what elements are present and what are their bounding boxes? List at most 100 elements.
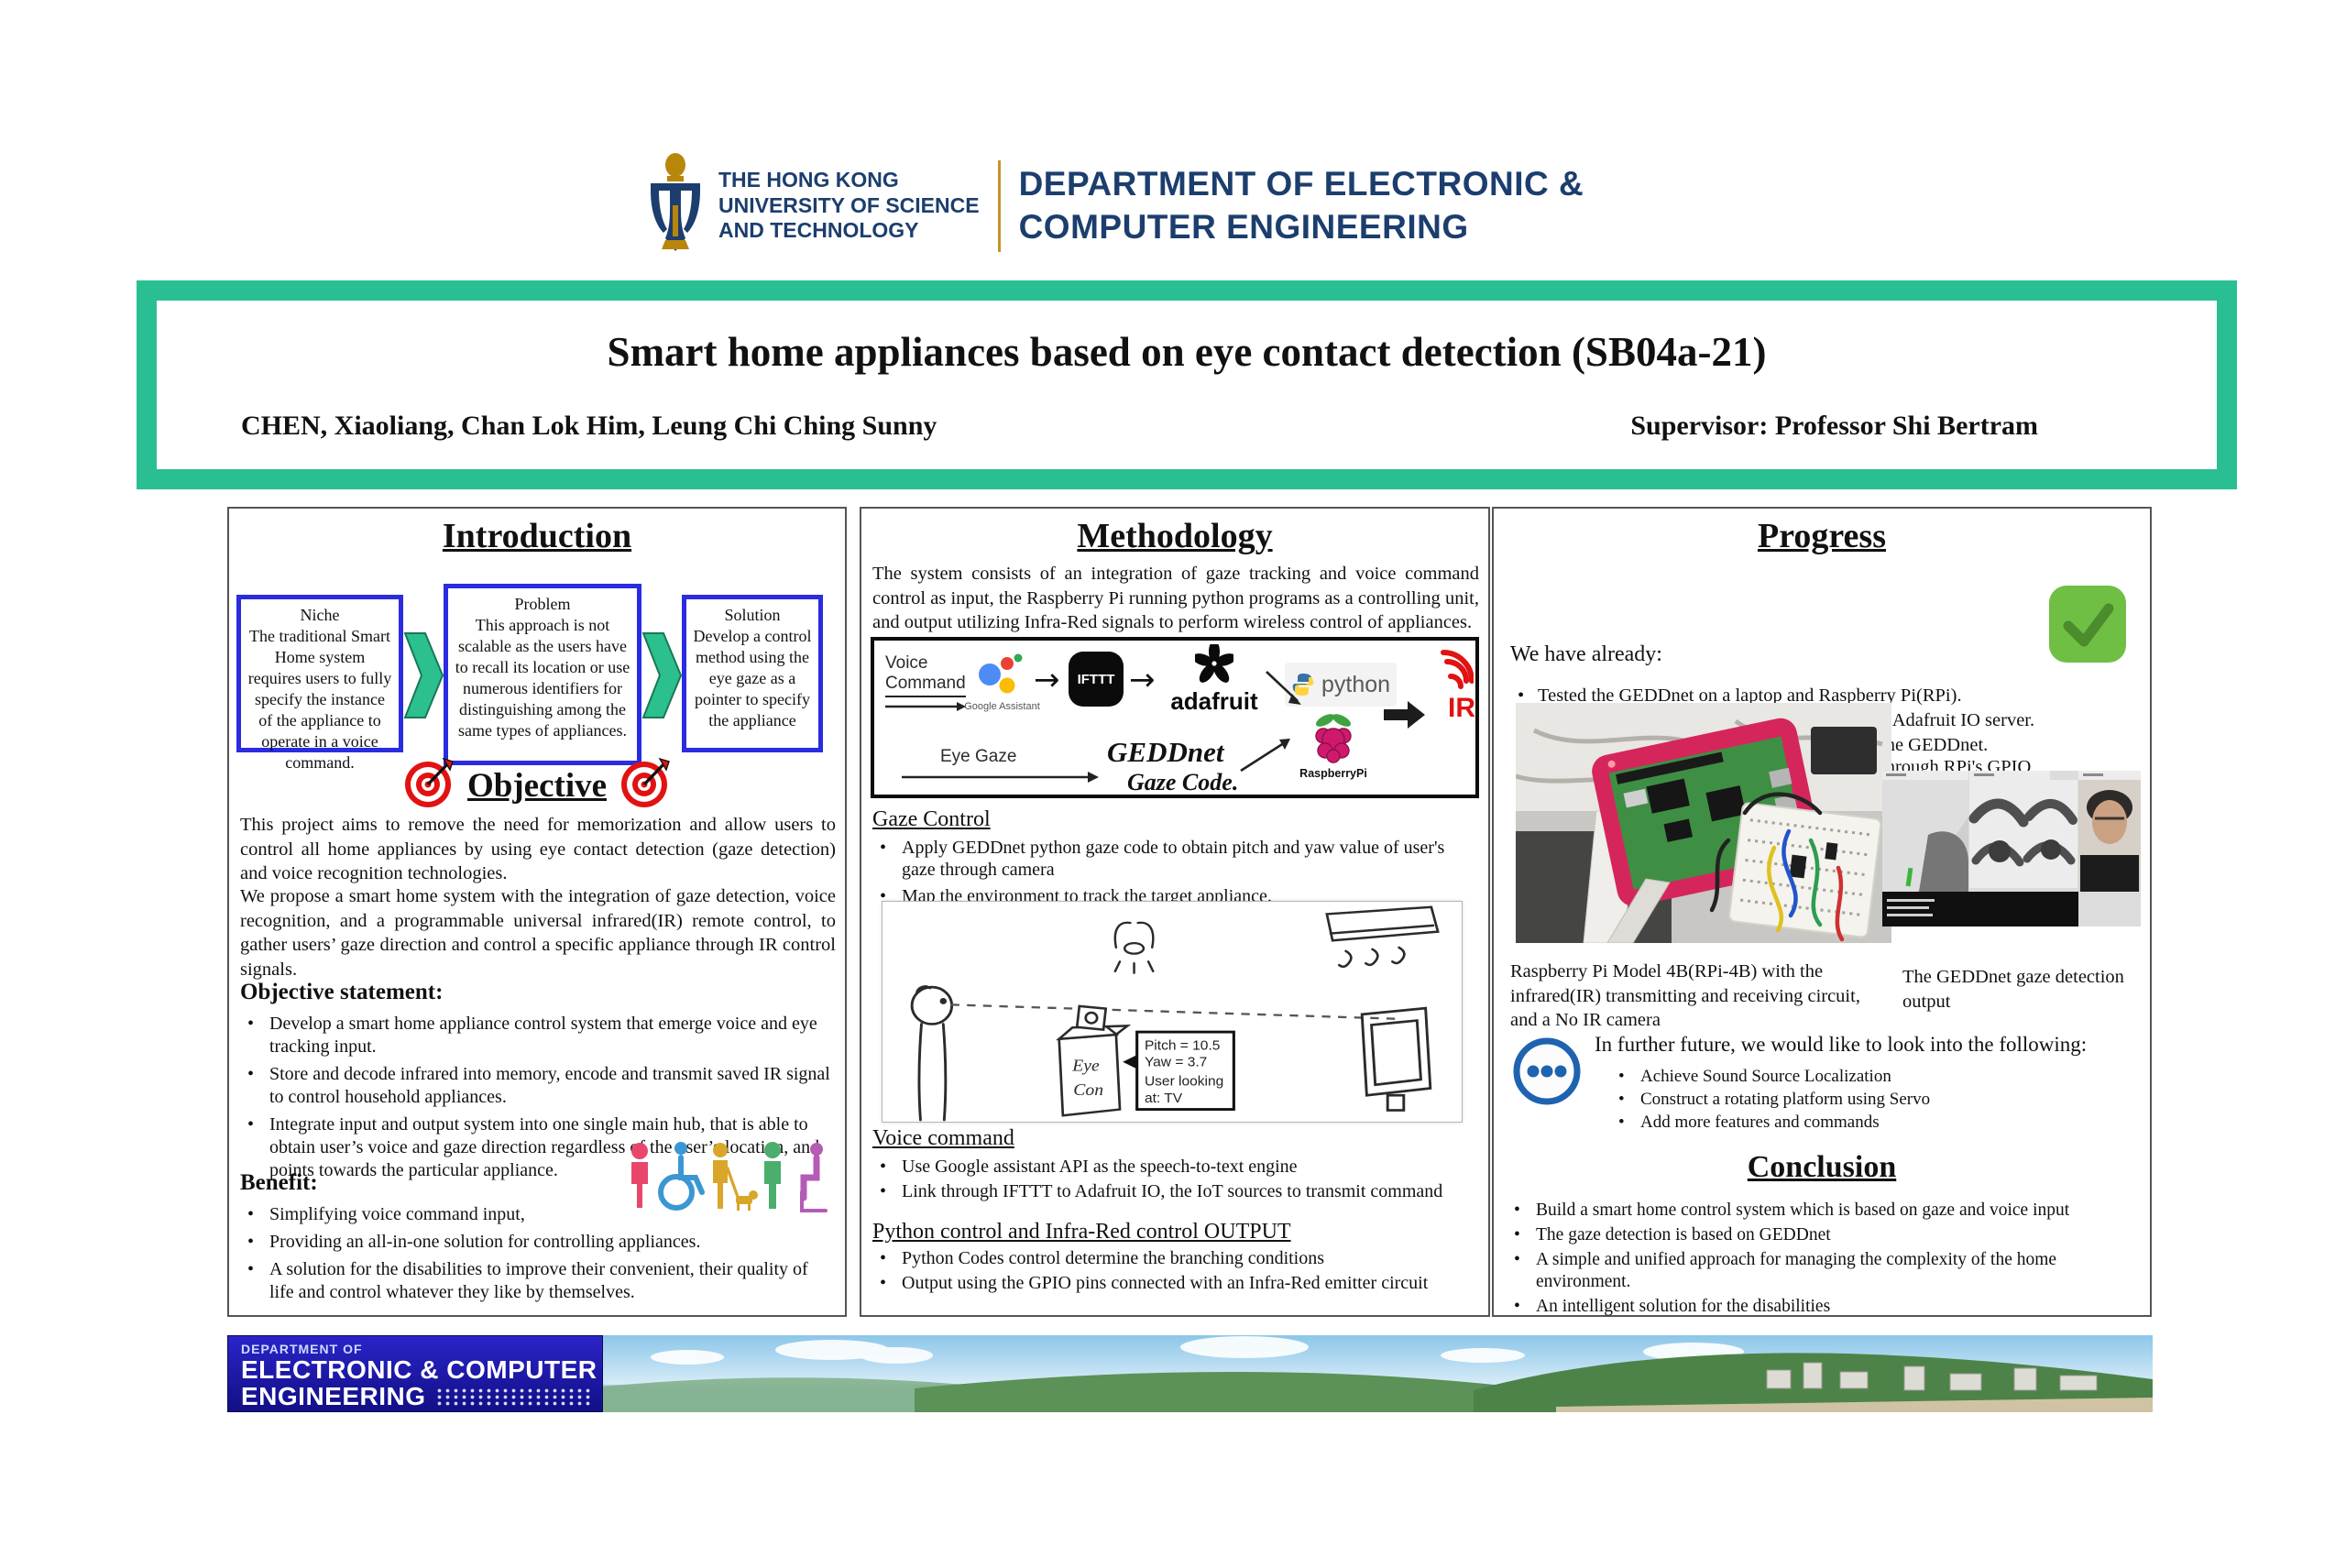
niche-box: Niche The traditional Smart Home system … [236, 595, 403, 772]
list-item: The gaze detection is based on GEDDnet [1507, 1224, 2144, 1246]
gaze-line [950, 1003, 1396, 1020]
python-control-heading: Python control and Infra-Red control OUT… [872, 1220, 1291, 1244]
chevron-right-icon [403, 631, 444, 765]
voice-command-heading: Voice command [872, 1126, 1014, 1150]
geddnet-label: GEDDnet [1107, 736, 1224, 768]
ir-signal-icon: IR [1426, 650, 1475, 722]
benefit-heading: Benefit: [240, 1170, 318, 1195]
system-diagram: Voice Command Google Assistant → IFTTT → [871, 637, 1479, 798]
eye-gaze-label: Eye Gaze [940, 747, 1017, 766]
poster-title: Smart home appliances based on eye conta… [607, 329, 1767, 375]
introduction-heading: Introduction [442, 517, 632, 555]
title-banner: Smart home appliances based on eye conta… [137, 280, 2237, 489]
conclusion-heading: Conclusion [1747, 1150, 1897, 1184]
svg-text:Pitch = 10.5: Pitch = 10.5 [1145, 1038, 1220, 1053]
hkust-emblem-icon [645, 152, 706, 259]
python-control-list: Python Codes control determine the branc… [872, 1247, 1479, 1297]
raspberry-pi-icon [1309, 712, 1358, 770]
logo-divider [997, 159, 1001, 252]
list-item: Output using the GPIO pins connected wit… [872, 1272, 1479, 1294]
target-icon [403, 757, 455, 814]
adafruit-logo: adafruit [1160, 641, 1268, 716]
ceiling-lamp-icon [1113, 921, 1155, 974]
problem-box: Problem This approach is not scalable as… [444, 584, 641, 765]
methodology-intro: The system consists of an integration of… [872, 564, 1479, 633]
person-icon [764, 1142, 781, 1209]
list-item: Achieve Sound Source Localization [1611, 1066, 2143, 1087]
methodology-section: Methodology The system consists of an in… [860, 507, 1490, 1317]
seated-person-icon [800, 1143, 828, 1212]
list-item: Store and decode infrared into memory, e… [240, 1063, 836, 1109]
voice-command-list: Use Google assistant API as the speech-t… [872, 1156, 1479, 1205]
objective-heading: Objective [466, 767, 608, 805]
authors: CHEN, Xiaoliang, Chan Lok Him, Leung Chi… [241, 411, 937, 441]
person-with-guide-dog-icon [713, 1143, 758, 1211]
chevron-right-icon [641, 631, 683, 765]
arrow-right-icon [902, 771, 1099, 788]
eye-con-label: Con [1073, 1081, 1103, 1100]
footer-department-logo: DEPARTMENT OF ELECTRONIC & COMPUTER ENGI… [227, 1335, 603, 1412]
person-sketch [910, 985, 954, 1122]
list-item: Providing an all-in-one solution for con… [240, 1231, 836, 1254]
photo-caption-left: Raspberry Pi Model 4B(RPi-4B) with the i… [1510, 961, 1860, 1031]
accessibility-icons [628, 1139, 834, 1219]
dot-matrix-decoration [434, 1387, 591, 1406]
list-item: Apply GEDDnet python gaze code to obtain… [872, 837, 1479, 881]
google-assistant-label: Google Assistant [964, 701, 1040, 712]
list-item: Python Codes control determine the branc… [872, 1247, 1479, 1269]
eye-con-label: Eye [1071, 1057, 1100, 1075]
department-name: DEPARTMENT OF ELECTRONIC & COMPUTER ENGI… [1018, 165, 1584, 246]
list-item: Link through IFTTT to Adafruit IO, the I… [872, 1180, 1479, 1202]
progress-section: Progress We have already: Tested the GED… [1492, 507, 2152, 1318]
python-logo: python [1285, 663, 1397, 707]
raspberry-pi-label: RaspberryPi [1299, 767, 1367, 780]
google-assistant-icon [975, 650, 1026, 704]
list-item: A solution for the disabilities to impro… [240, 1258, 836, 1304]
list-item: A simple and unified approach for managi… [1507, 1249, 2144, 1293]
ellipsis-icon [1512, 1036, 1582, 1111]
list-item: Use Google assistant API as the speech-t… [872, 1156, 1479, 1178]
solution-box: Solution Develop a control method using … [682, 595, 823, 752]
diagram-arrows [1240, 671, 1301, 773]
arrow-right-bold-icon [1384, 699, 1426, 735]
python-icon [1292, 674, 1314, 696]
photo-caption-right: The GEDDnet gaze detection output [1902, 967, 2124, 1012]
intro-flow-diagram: Niche The traditional Smart Home system … [236, 580, 841, 772]
gaze-control-heading: Gaze Control [872, 807, 991, 831]
university-name: THE HONG KONG UNIVERSITY OF SCIENCE AND … [718, 168, 980, 243]
list-item: Tested the GEDDnet on a laptop and Raspb… [1510, 685, 2144, 707]
supervisor: Supervisor: Professor Shi Bertram [1630, 411, 2038, 441]
list-item: Add more features and commands [1611, 1112, 2143, 1133]
air-conditioner-icon [1325, 905, 1440, 969]
tv-sketch [1360, 1006, 1432, 1112]
ifttt-logo: IFTTT [1069, 652, 1124, 707]
header: THE HONG KONG UNIVERSITY OF SCIENCE AND … [645, 152, 1584, 259]
campus-panorama-photo [603, 1335, 2153, 1412]
progress-heading: Progress [1757, 517, 1886, 555]
gaze-output-bubble: Pitch = 10.5 Yaw = 3.7 User looking at: … [1123, 1030, 1235, 1111]
list-item: Build a smart home control system which … [1507, 1200, 2144, 1222]
list-item: Simplifying voice command input, [240, 1203, 836, 1226]
gaze-code-label: Gaze Code. [1127, 769, 1239, 795]
person-icon [631, 1143, 648, 1208]
objective-paragraph-2: We propose a smart home system with the … [240, 886, 836, 980]
gaze-scene-sketch: Eye Con Pitch = 10.5 Yaw = 3.7 User look… [882, 901, 1463, 1123]
objective-statement-heading: Objective statement: [240, 980, 444, 1004]
introduction-section: Introduction Niche The traditional Smart… [227, 507, 847, 1317]
methodology-heading: Methodology [1077, 517, 1273, 555]
list-item: Construct a rotating platform using Serv… [1611, 1089, 2143, 1110]
svg-text:Yaw = 3.7: Yaw = 3.7 [1145, 1055, 1207, 1069]
raspberry-pi-photo [1515, 703, 1891, 948]
svg-text:User looking: User looking [1145, 1074, 1223, 1089]
arrow-right-icon: → [1034, 662, 1060, 698]
objective-paragraph-1: This project aims to remove the need for… [240, 815, 836, 884]
adafruit-flower-icon [1192, 641, 1236, 683]
check-mark-icon [2049, 586, 2126, 667]
objective-heading-row: Objective [229, 757, 845, 814]
geddnet-output-screenshot [1882, 771, 2141, 931]
wheelchair-icon [658, 1142, 705, 1211]
target-icon [619, 757, 671, 814]
progress-intro: We have already: [1510, 642, 1662, 666]
conclusion-list: Build a smart home control system which … [1507, 1200, 2144, 1321]
